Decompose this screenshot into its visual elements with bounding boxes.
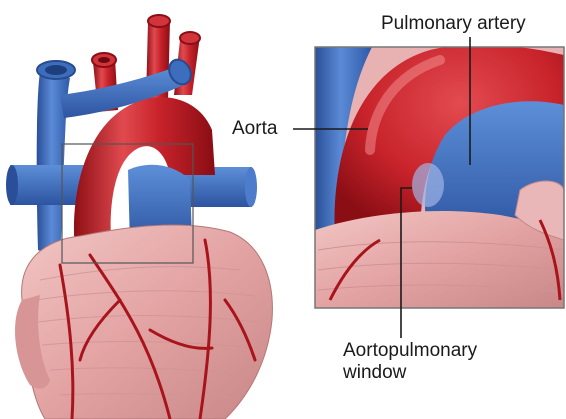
pulmonary-artery-label: Pulmonary artery xyxy=(381,13,526,34)
aorta-label: Aorta xyxy=(232,118,277,139)
heart-illustration xyxy=(6,15,272,419)
zoomed-inset xyxy=(315,45,564,308)
aortopulmonary-window-label-line1: Aortopulmonary xyxy=(343,340,477,361)
aortopulmonary-window-label-line2: window xyxy=(343,362,406,383)
heart-body xyxy=(22,225,273,419)
